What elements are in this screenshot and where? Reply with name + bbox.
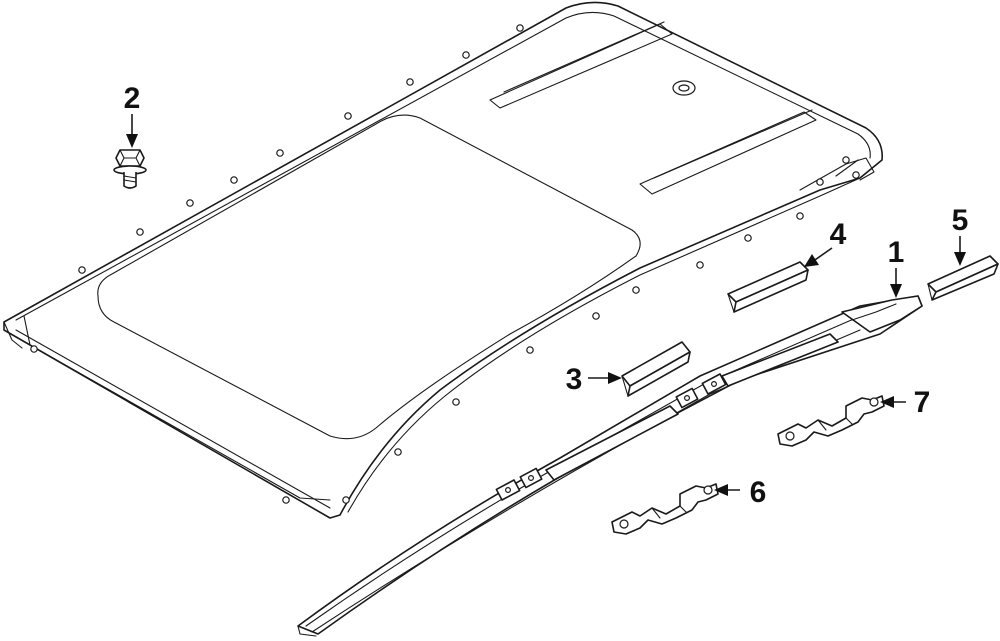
rail-cover-center-icon — [727, 261, 809, 313]
callout-number-5: 5 — [952, 204, 969, 237]
callout-4: 4 — [804, 218, 847, 267]
callout-number-4: 4 — [830, 218, 847, 251]
roof-panel — [3, 1, 883, 519]
callout-number-3: 3 — [566, 363, 583, 396]
rail-cover-rear-icon — [927, 255, 999, 301]
callout-3: 3 — [566, 363, 622, 396]
bracket-front-icon — [611, 483, 719, 535]
rail-cover-front-icon — [621, 341, 691, 397]
callout-number-1: 1 — [888, 236, 905, 269]
callout-2: 2 — [124, 82, 141, 148]
callout-1: 1 — [888, 236, 905, 298]
bracket-rear-icon — [777, 395, 885, 447]
bolt-icon — [113, 149, 147, 189]
callout-7: 7 — [880, 386, 930, 419]
roof-rail — [297, 295, 923, 637]
callout-number-2: 2 — [124, 82, 141, 115]
callout-6: 6 — [714, 476, 766, 509]
callout-number-7: 7 — [914, 386, 931, 419]
callout-number-6: 6 — [750, 476, 767, 509]
callout-5: 5 — [952, 204, 969, 266]
